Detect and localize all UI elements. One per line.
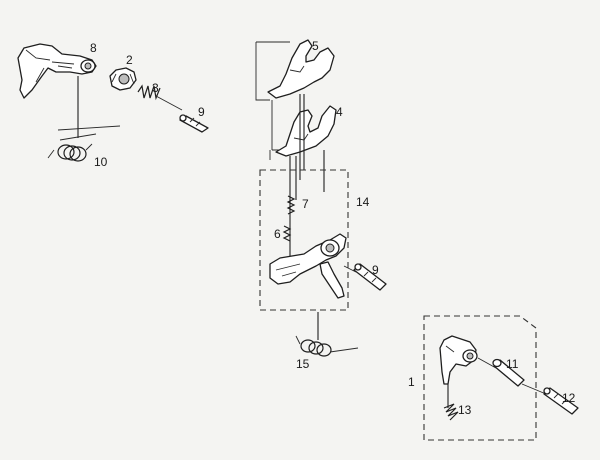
part-9-pin-right [343, 263, 387, 291]
group-1-outline [423, 315, 537, 441]
part-11-pin [477, 357, 525, 387]
callout-1: 1 [408, 375, 415, 389]
callout-9-right: 9 [372, 263, 379, 277]
trigger-assembly [269, 233, 347, 299]
part-8-hammer [17, 43, 97, 99]
group-14-outline [259, 169, 349, 311]
callout-14: 14 [356, 195, 370, 209]
part-13-spring [443, 403, 459, 421]
part-7-spring [286, 195, 296, 215]
part-5-plate [267, 39, 335, 99]
callout-13: 13 [458, 403, 472, 417]
part-1-lever [439, 335, 478, 385]
part-9-pin-upper [179, 114, 209, 133]
part-2 [109, 67, 137, 91]
callout-11: 11 [506, 357, 519, 371]
part-4-plate [275, 105, 337, 157]
part-10-hammer-spring [47, 143, 93, 162]
callout-8: 8 [90, 41, 97, 55]
hammer-assembly [17, 43, 121, 162]
callout-7: 7 [302, 197, 309, 211]
callout-2: 2 [126, 53, 133, 67]
callout-3: 3 [152, 81, 159, 95]
callout-4: 4 [336, 105, 343, 119]
callout-5: 5 [312, 39, 319, 53]
callout-6: 6 [274, 227, 281, 241]
part-15-trigger-spring [295, 335, 359, 357]
callout-12: 12 [562, 391, 576, 405]
callout-9-upper: 9 [198, 105, 205, 119]
part-6-spring [282, 225, 292, 242]
part-3-spring [137, 84, 183, 111]
part-12-pin [521, 383, 579, 415]
callout-15: 15 [296, 357, 310, 371]
callout-10: 10 [94, 155, 108, 169]
